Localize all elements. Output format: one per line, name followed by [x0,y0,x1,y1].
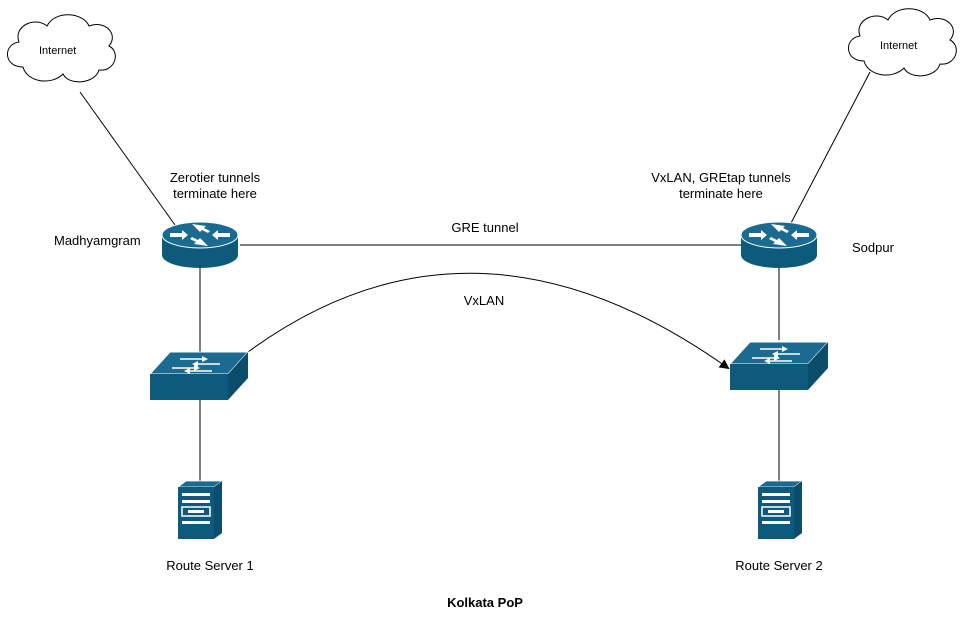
cloud-icon [7,14,116,83]
vxlan-label: VxLAN [463,293,505,308]
vxlan-link-curve [247,272,730,370]
server-icon [176,480,224,539]
internet-link-left [79,91,176,226]
switch-icon [148,351,250,400]
site-name-right: Sodpur [852,240,894,255]
site-note-left: Zerotier tunnels terminate here [170,170,260,202]
server-label-left: Route Server 1 [166,558,254,573]
router-icon [740,221,818,268]
gre-tunnel-label: GRE tunnel [451,220,519,235]
diagram-caption: Kolkata PoP [447,595,523,610]
switch-icon [728,341,830,390]
cloud-label-right: Internet [880,40,918,52]
site-note-left-line-2: terminate here [173,186,257,201]
site-name-left: Madhyamgram [54,233,141,248]
internet-link-right [789,71,871,226]
site-note-right-line-2: terminate here [679,186,763,201]
cloud-icon [848,8,957,77]
site-note-right: VxLAN, GREtap tunnels terminate here [651,170,790,202]
server-icon [756,480,804,539]
router-icon [161,221,239,268]
site-note-left-line-1: Zerotier tunnels [169,170,261,185]
server-label-right: Route Server 2 [735,558,823,573]
site-note-right-line-1: VxLAN, GREtap tunnels [651,170,791,185]
cloud-label-left: Internet [39,45,77,57]
